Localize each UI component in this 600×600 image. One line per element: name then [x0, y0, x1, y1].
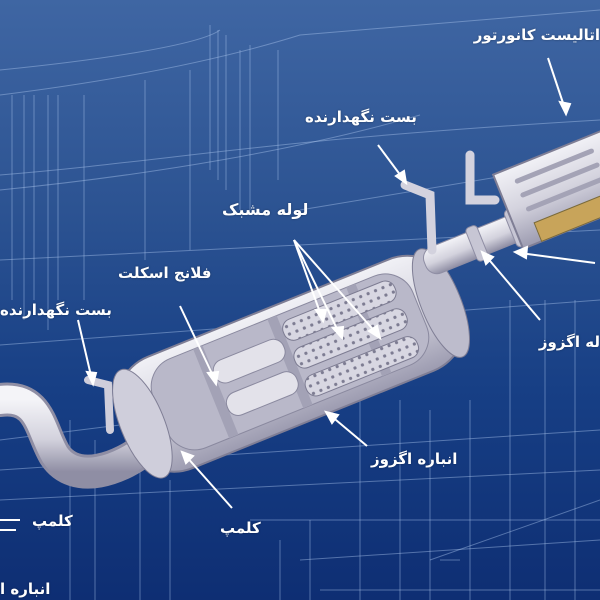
- label-hanger-bracket-left: بست نگهدارنده: [0, 301, 112, 319]
- label-exhaust-pipe: له اگزوز: [538, 333, 600, 351]
- perforated-tube: [293, 308, 408, 369]
- hanger-bracket-left: [84, 376, 114, 434]
- muffler-body: [112, 248, 470, 479]
- label-catalytic-converter: اتالیست کانورتور: [473, 26, 600, 44]
- label-muffler: انباره اگزوز: [371, 450, 458, 468]
- perforated-tube: [282, 280, 397, 341]
- label-muffler-bottom-left: انباره ا: [0, 580, 51, 598]
- label-hanger-bracket-top: بست نگهدارنده: [305, 108, 417, 126]
- label-clamp-left: کلمپ: [32, 512, 73, 530]
- perforated-tube: [304, 336, 420, 397]
- pointer-arrows: [0, 57, 596, 531]
- label-clamp-center: کلمپ: [220, 519, 261, 537]
- blueprint-lines: [0, 9, 600, 600]
- label-perforated-pipe: لوله مشبک: [222, 200, 309, 219]
- label-skeleton-flange: فلانج اسکلت: [118, 264, 212, 282]
- hanger-bracket-top: [400, 180, 437, 255]
- catalytic-converter: [491, 128, 600, 251]
